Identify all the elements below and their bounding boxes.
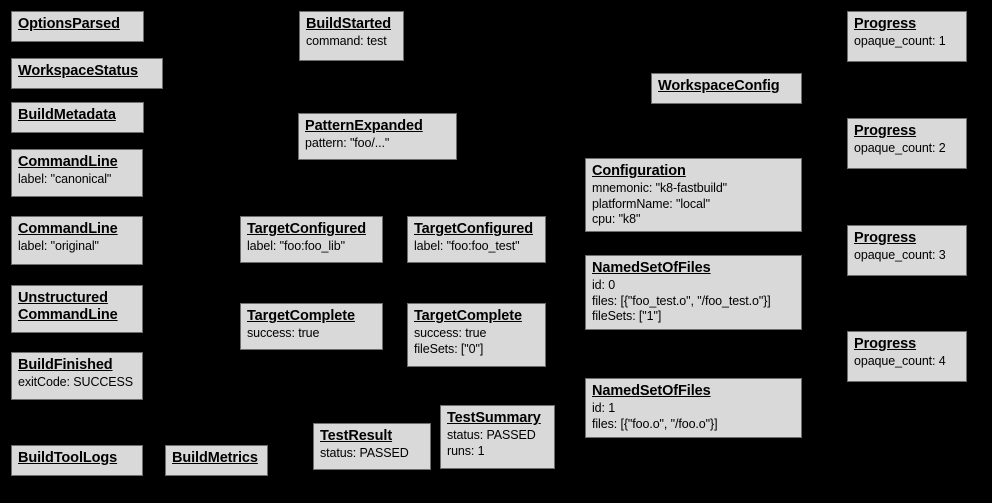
event-node-title: Progress — [854, 123, 917, 139]
event-node-title: TargetConfigured — [414, 221, 533, 237]
event-node-field: files: [{"foo_test.o", "/foo_test.o"}] — [592, 293, 771, 308]
event-node-field: success: true — [414, 326, 487, 340]
event-node-field: cpu: "k8" — [592, 212, 641, 226]
event-node-title: Progress — [854, 230, 917, 246]
event-node-fields: opaque_count: 3 — [854, 248, 961, 264]
event-node-command-line-canonical[interactable]: CommandLine label: "canonical" — [11, 149, 143, 197]
event-node-options-parsed[interactable]: OptionsParsed — [11, 11, 144, 42]
event-node-field: runs: 1 — [447, 443, 485, 458]
event-node-progress-1[interactable]: Progress opaque_count: 1 — [847, 11, 967, 62]
event-node-title: CommandLine — [18, 154, 118, 170]
event-node-field: opaque_count: 2 — [854, 141, 946, 155]
event-node-field: success: true — [247, 326, 320, 340]
event-node-field: status: PASSED — [447, 428, 536, 442]
event-node-title: BuildStarted — [306, 16, 392, 32]
event-node-fields: exitCode: SUCCESS — [18, 375, 137, 391]
event-node-target-complete-lib[interactable]: TargetComplete success: true — [240, 303, 383, 350]
event-node-workspace-status[interactable]: WorkspaceStatus — [11, 58, 163, 89]
event-node-title: TestResult — [320, 428, 393, 444]
event-node-field: pattern: "foo/..." — [305, 136, 390, 150]
event-node-fields: status: PASSED — [320, 446, 425, 462]
event-node-title: CommandLine — [18, 221, 118, 237]
event-node-fields: command: test — [306, 34, 398, 50]
event-node-field: exitCode: SUCCESS — [18, 375, 134, 389]
event-node-fields: opaque_count: 4 — [854, 354, 961, 370]
event-node-title: BuildFinished — [18, 357, 113, 373]
event-node-title: TargetComplete — [247, 308, 355, 324]
event-node-field: label: "canonical" — [18, 172, 112, 186]
event-node-title: Progress — [854, 16, 917, 32]
event-node-progress-4[interactable]: Progress opaque_count: 4 — [847, 331, 967, 382]
event-node-workspace-config[interactable]: WorkspaceConfig — [651, 73, 802, 104]
event-node-unstructured-command-line[interactable]: Unstructured CommandLine — [11, 285, 143, 333]
event-node-title: Progress — [854, 336, 917, 352]
event-node-fields: opaque_count: 2 — [854, 141, 961, 157]
event-node-build-metadata[interactable]: BuildMetadata — [11, 102, 144, 133]
event-node-title: OptionsParsed — [18, 16, 120, 32]
event-node-title: Unstructured CommandLine — [18, 290, 118, 323]
event-node-test-result[interactable]: TestResult status: PASSED — [313, 423, 431, 470]
event-node-title: WorkspaceConfig — [658, 78, 780, 94]
event-node-field: label: "foo:foo_lib" — [247, 239, 345, 253]
event-node-build-metrics[interactable]: BuildMetrics — [165, 445, 268, 476]
event-node-progress-3[interactable]: Progress opaque_count: 3 — [847, 225, 967, 276]
event-node-title: WorkspaceStatus — [18, 63, 138, 79]
event-node-field: opaque_count: 4 — [854, 354, 946, 368]
event-node-field: id: 1 — [592, 401, 616, 415]
event-node-field: platformName: "local" — [592, 196, 710, 211]
event-node-target-configured-test[interactable]: TargetConfigured label: "foo:foo_test" — [407, 216, 546, 263]
event-node-field: fileSets: ["1"] — [592, 309, 662, 323]
event-node-title: TestSummary — [447, 410, 541, 426]
event-node-fields: opaque_count: 1 — [854, 34, 961, 50]
event-node-title: NamedSetOfFiles — [592, 260, 711, 276]
event-node-command-line-original[interactable]: CommandLine label: "original" — [11, 216, 143, 265]
event-node-progress-2[interactable]: Progress opaque_count: 2 — [847, 118, 967, 169]
event-node-build-tool-logs[interactable]: BuildToolLogs — [11, 445, 143, 476]
event-node-field: command: test — [306, 34, 387, 48]
event-node-title: TargetComplete — [414, 308, 522, 324]
event-node-fields: label: "original" — [18, 239, 137, 255]
event-node-build-finished[interactable]: BuildFinished exitCode: SUCCESS — [11, 352, 143, 400]
event-node-fields: label: "foo:foo_test" — [414, 239, 540, 255]
event-node-fields: label: "foo:foo_lib" — [247, 239, 377, 255]
event-node-title: BuildMetadata — [18, 107, 116, 123]
event-node-title: TargetConfigured — [247, 221, 366, 237]
event-node-build-started[interactable]: BuildStarted command: test — [299, 11, 404, 61]
event-node-field: label: "foo:foo_test" — [414, 239, 520, 253]
event-node-target-configured-lib[interactable]: TargetConfigured label: "foo:foo_lib" — [240, 216, 383, 263]
event-node-field: id: 0 — [592, 278, 616, 292]
event-node-title: Configuration — [592, 163, 686, 179]
event-node-field: files: [{"foo.o", "/foo.o"}] — [592, 416, 718, 431]
event-node-title: BuildToolLogs — [18, 450, 118, 466]
event-node-title: NamedSetOfFiles — [592, 383, 711, 399]
event-node-title: PatternExpanded — [305, 118, 423, 134]
event-node-fields: pattern: "foo/..." — [305, 136, 451, 152]
event-node-field: fileSets: ["0"] — [414, 341, 484, 356]
event-node-configuration[interactable]: Configuration mnemonic: "k8-fastbuild"pla… — [585, 158, 802, 232]
event-node-field: opaque_count: 3 — [854, 248, 946, 262]
event-node-field: status: PASSED — [320, 446, 409, 460]
event-node-fields: label: "canonical" — [18, 172, 137, 188]
event-node-field: mnemonic: "k8-fastbuild" — [592, 181, 728, 195]
event-node-field: label: "original" — [18, 239, 99, 253]
event-node-title: BuildMetrics — [172, 450, 258, 466]
event-node-pattern-expanded[interactable]: PatternExpanded pattern: "foo/..." — [298, 113, 457, 160]
event-node-fields: mnemonic: "k8-fastbuild"platformName: "l… — [592, 181, 796, 228]
event-node-fields: success: true — [247, 326, 377, 342]
event-node-field: opaque_count: 1 — [854, 34, 946, 48]
